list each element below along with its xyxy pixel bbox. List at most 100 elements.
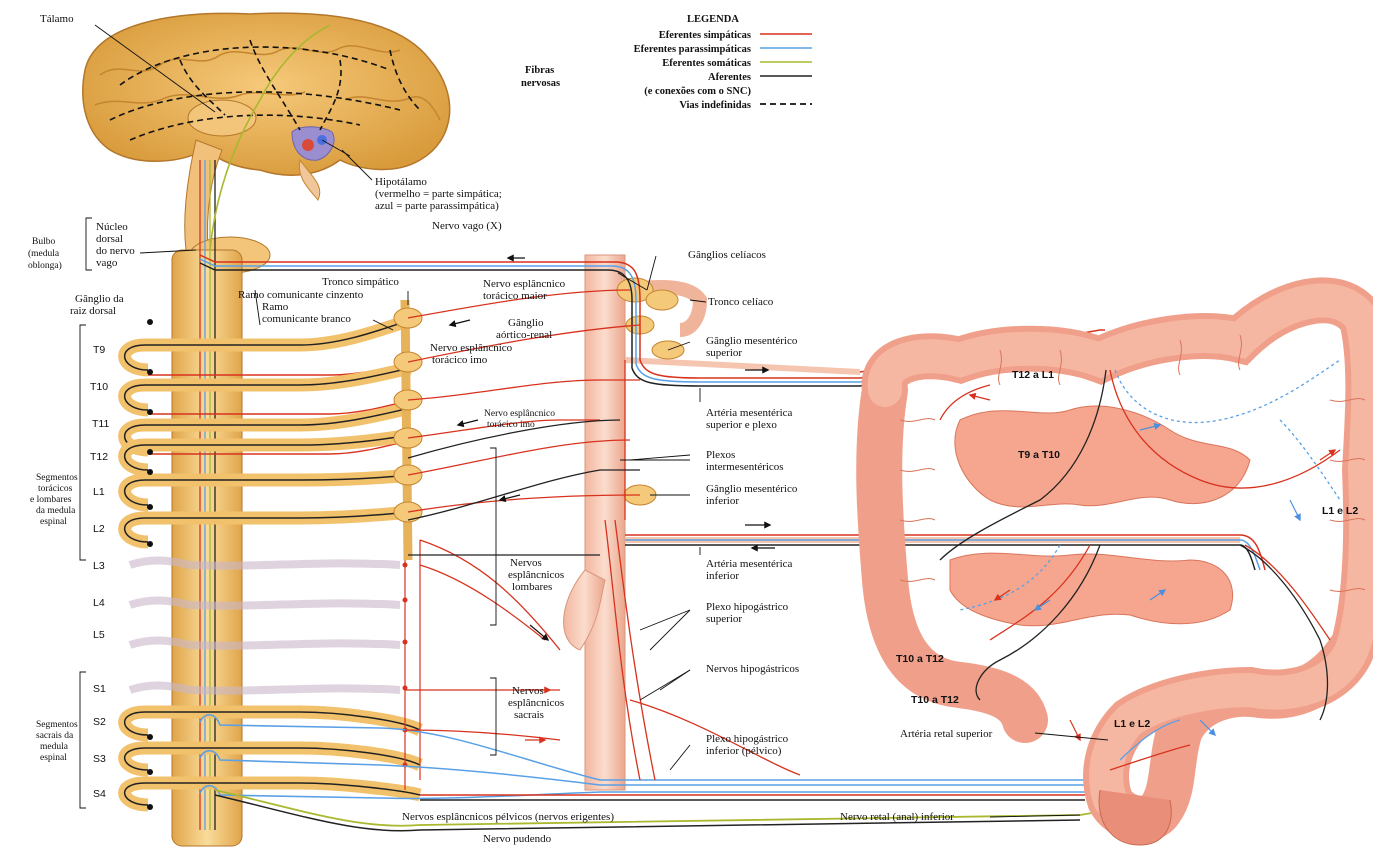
- label-segmentos-tl-2: torácicos: [38, 484, 73, 494]
- legend-item-parasympathetic: Eferentes parassimpáticas: [634, 44, 812, 55]
- label-ramo-branco-2: comunicante branco: [262, 313, 351, 325]
- label-esplancnicos-sacrais-1: Nervos: [512, 685, 544, 697]
- label-art-mes-sup-2: superior e plexo: [706, 419, 777, 431]
- label-hipogastrico-sup-1: Plexo hipogástrico: [706, 601, 789, 613]
- label-nervo-pudendo: Nervo pudendo: [483, 833, 552, 845]
- label-art-mes-inf-2: inferior: [706, 570, 739, 582]
- label-segmentos-sac-3: medula: [40, 742, 69, 752]
- segment-label-L2: L2: [93, 523, 105, 535]
- label-hipogastrico-inf-1: Plexo hipogástrico: [706, 733, 789, 745]
- label-segmentos-tl-4: da medula: [36, 506, 76, 516]
- label-nucleo-1: Núcleo: [96, 221, 128, 233]
- label-segmentos-tl-1: Segmentos: [36, 473, 78, 483]
- legend-group-label-2: nervosas: [521, 78, 560, 89]
- nerve-T12: [125, 435, 410, 470]
- label-art-mes-sup-1: Artéria mesentérica: [706, 407, 793, 419]
- label-segmentos-tl-5: espinal: [40, 517, 67, 527]
- legend-group-label-1: Fibras: [525, 65, 554, 76]
- label-esplancnicos-pelvicos: Nervos esplâncnicos pélvicos (nervos eri…: [402, 811, 614, 823]
- label-plexos-inter-1: Plexos: [706, 449, 735, 461]
- label-arteria-retal: Artéria retal superior: [900, 728, 993, 740]
- label-esplancnico-imo-b-1: Nervo esplâncnico: [484, 409, 555, 419]
- legend-label-afferent: Aferentes: [708, 72, 751, 83]
- label-esplancnicos-sacrais-2: esplâncnicos: [508, 697, 564, 709]
- legend: LEGENDA Fibras nervosas Eferentes simpát…: [521, 14, 812, 111]
- segment-label-S2: S2: [93, 716, 106, 728]
- label-hipotalamo-3: azul = parte parassimpática): [375, 200, 499, 212]
- segment-labels: T9 T10 T11 T12 L1 L2 L3 L4 L5 S1 S2 S3 S…: [90, 344, 109, 800]
- label-colon-t10-t12-a: T10 a T12: [896, 653, 944, 665]
- label-mesenterico-sup-1: Gânglio mesentérico: [706, 335, 798, 347]
- label-ganglio-aortico-2: aórtico-renal: [496, 329, 552, 341]
- label-esplancnico-imo-1: Nervo esplâncnico: [430, 342, 513, 354]
- legend-label-somatic: Eferentes somáticas: [662, 58, 751, 69]
- label-ganglio-raiz-2: raiz dorsal: [70, 305, 116, 317]
- label-ganglio-raiz-1: Gânglio da: [75, 293, 124, 305]
- label-mesenterico-inf-1: Gânglio mesentérico: [706, 483, 798, 495]
- label-ganglio-aortico-1: Gânglio: [508, 317, 544, 329]
- label-segmentos-sac-4: espinal: [40, 753, 67, 763]
- label-ganglios-celiacos: Gânglios celíacos: [688, 249, 766, 261]
- label-colon-t12-l1: T12 a L1: [1012, 369, 1054, 381]
- legend-label-sympathetic: Eferentes simpáticas: [659, 30, 751, 41]
- legend-label-parasympathetic: Eferentes parassimpáticas: [634, 44, 751, 55]
- label-tronco-simpatico: Tronco simpático: [322, 276, 399, 288]
- label-segmentos-tl-3: e lombares: [30, 495, 72, 505]
- label-colon-l1-l2-a: L1 e L2: [1322, 505, 1358, 517]
- segment-label-S4: S4: [93, 788, 106, 800]
- label-esplancnicos-lomb-3: lombares: [512, 581, 552, 593]
- label-bulbo-2: (medula: [28, 248, 60, 259]
- legend-item-sympathetic: Eferentes simpáticas: [659, 30, 812, 41]
- label-ramo-branco-1: Ramo: [262, 301, 289, 313]
- label-mesenterico-inf-2: inferior: [706, 495, 739, 507]
- segment-label-T9: T9: [93, 344, 105, 356]
- segment-label-L3: L3: [93, 560, 105, 572]
- thoracolumbar-nerves: [125, 320, 420, 542]
- label-esplancnicos-lomb-1: Nervos: [510, 557, 542, 569]
- label-colon-l1-l2-b: L1 e L2: [1114, 718, 1150, 730]
- segment-label-T11: T11: [92, 418, 109, 430]
- label-esplancnico-maior-2: torácico maior: [483, 290, 547, 302]
- legend-label-afferent-sub: (e conexões com o SNC): [644, 86, 751, 97]
- label-hipotalamo-2: (vermelho = parte simpática;: [375, 188, 502, 200]
- label-ramo-cinzento: Ramo comunicante cinzento: [238, 289, 364, 301]
- legend-item-undefined: Vias indefinidas: [679, 100, 812, 111]
- legend-item-somatic: Eferentes somáticas: [662, 58, 812, 69]
- label-esplancnico-imo-b-2: torácico imo: [487, 420, 535, 430]
- legend-label-undefined: Vias indefinidas: [679, 100, 751, 111]
- label-tronco-celiaco: Tronco celíaco: [708, 296, 774, 308]
- nerve-S3: [125, 748, 420, 770]
- sacral-nerves: [125, 712, 420, 805]
- label-esplancnico-imo-2: torácico imo: [432, 354, 488, 366]
- label-esplancnicos-lomb-2: esplâncnicos: [508, 569, 564, 581]
- label-segmentos-sac-1: Segmentos: [36, 720, 78, 730]
- segment-label-T10: T10: [90, 381, 108, 393]
- label-esplancnico-maior-1: Nervo esplâncnico: [483, 278, 566, 290]
- label-colon-t10-t12-b: T10 a T12: [911, 694, 959, 706]
- brain: [83, 13, 450, 273]
- label-nucleo-2: dorsal: [96, 233, 123, 245]
- legend-item-afferent: Aferentes: [708, 72, 812, 83]
- label-bulbo-1: Bulbo: [32, 237, 55, 247]
- label-art-mes-inf-1: Artéria mesentérica: [706, 558, 793, 570]
- segment-label-L4: L4: [93, 597, 105, 609]
- label-nucleo-4: vago: [96, 257, 118, 269]
- nerve-L2: [125, 512, 410, 542]
- label-nervo-vago: Nervo vago (X): [432, 220, 502, 232]
- label-bulbo-3: oblonga): [28, 260, 62, 271]
- label-esplancnicos-sacrais-3: sacrais: [514, 709, 544, 721]
- label-nervos-hipogastricos: Nervos hipogástricos: [706, 663, 799, 675]
- label-hipogastrico-sup-2: superior: [706, 613, 742, 625]
- segment-label-S3: S3: [93, 753, 106, 765]
- nerve-L1: [125, 475, 410, 505]
- nerve-T9: [125, 320, 420, 375]
- segment-label-T12: T12: [90, 451, 108, 463]
- prevertebral-ganglia: [617, 278, 684, 505]
- legend-title: LEGENDA: [687, 14, 739, 25]
- label-hipogastrico-inf-2: inferior (pélvico): [706, 745, 782, 757]
- nerve-S2: [125, 712, 420, 735]
- segment-label-L5: L5: [93, 629, 105, 641]
- label-nucleo-3: do nervo: [96, 245, 135, 257]
- label-segmentos-sac-2: sacrais da: [36, 731, 74, 741]
